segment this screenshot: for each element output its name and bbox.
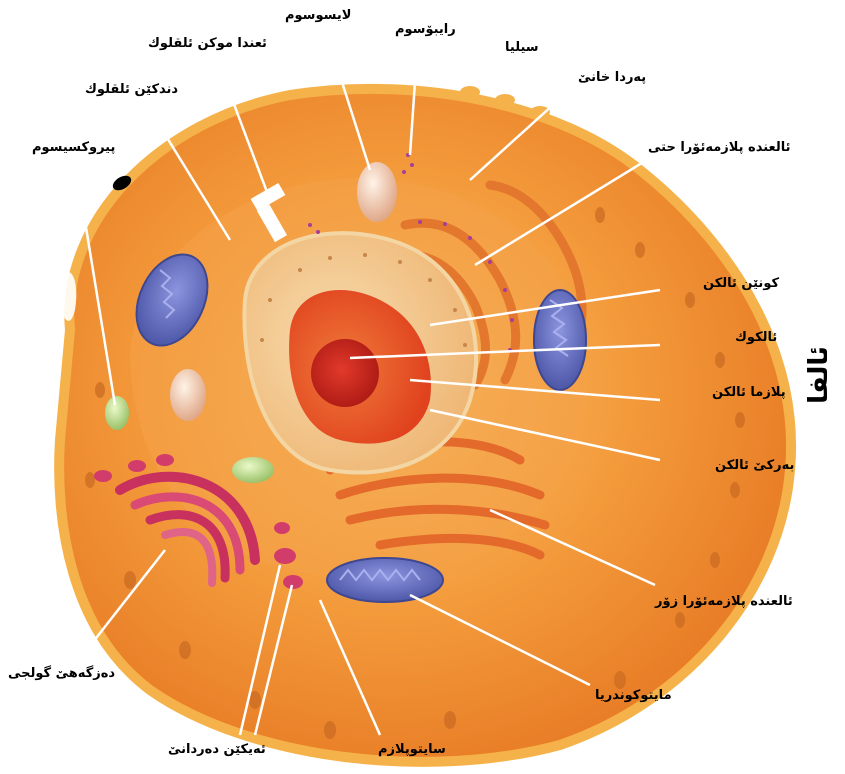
label-nuclear-pore: كونێن ئالكن [703, 276, 779, 292]
nucleolus [311, 339, 379, 407]
diagram-title: ئالفا [804, 346, 834, 404]
lysosome-left [170, 369, 206, 421]
cut-edge-left [60, 272, 76, 321]
label-smooth-vesicle: ئعندا موكن ئلقلوك [148, 36, 267, 52]
label-lysosome: لايسوسوم [285, 8, 351, 24]
label-cell-membrane: پەردا خانێ [578, 70, 646, 86]
label-cytoplasm: سايتوپلازم [378, 742, 446, 758]
peroxisome-1 [105, 396, 129, 430]
label-golgi: دەزگەهێ گولجی [8, 666, 115, 682]
label-nuclear-envelope: بەركێ ئالكن [715, 458, 794, 474]
label-mitochondria: مايتوكوندريا [595, 688, 672, 704]
label-nucleoplasm: پلازما ئالكن [712, 385, 786, 401]
label-ribosome: رايبۆسوم [395, 22, 456, 38]
label-vesicles: ئەيكێن دەردانێ [168, 742, 266, 758]
nucleus [244, 233, 476, 472]
lysosome-top [357, 162, 397, 222]
label-rough-er: ئالعندە پلازمەئۆرا حتی [648, 140, 791, 156]
label-nucleolus: ئالكوك [735, 330, 777, 346]
peroxisome-2 [232, 457, 274, 483]
label-peroxisome: پيروكسيسوم [32, 140, 115, 156]
mitochondrion-bottom [327, 558, 443, 602]
label-cilia: سيليا [505, 40, 539, 56]
label-smooth-er: ئالعندە پلازمەئۆرا زۆر [655, 594, 793, 610]
label-centriole: دندكێن ئلقلوك [85, 82, 178, 98]
